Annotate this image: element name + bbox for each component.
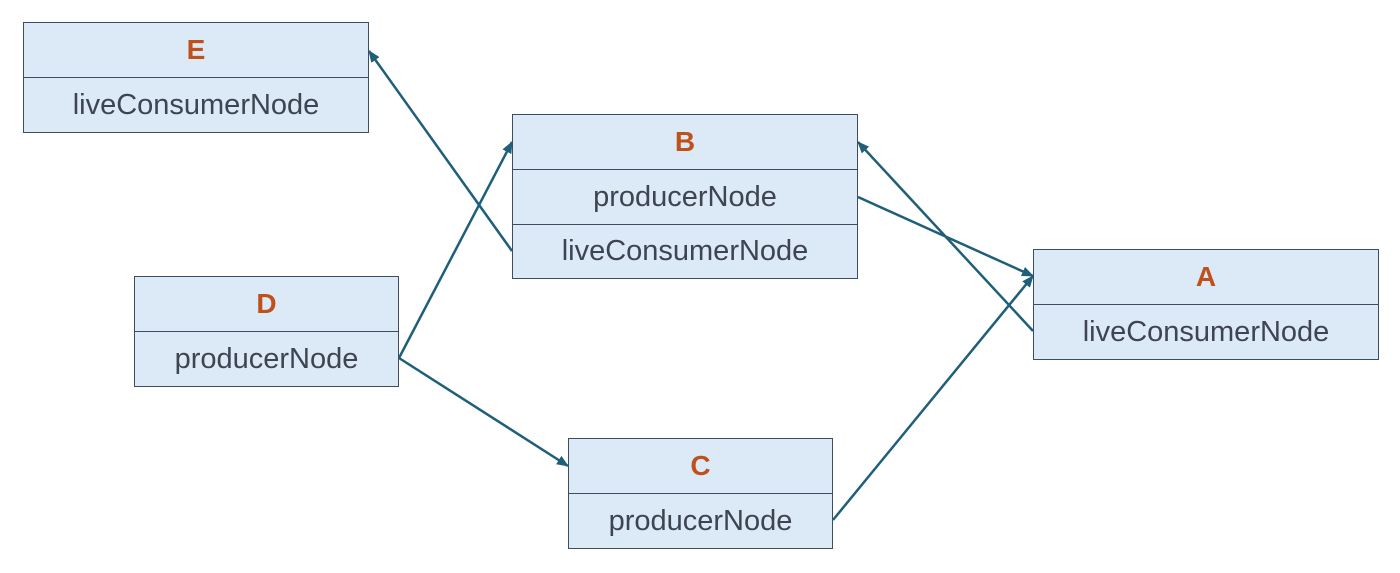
node-b-producer-node: producerNode (593, 180, 777, 213)
node-b: B producerNode liveConsumerNode (512, 114, 858, 279)
node-c-title: C (569, 439, 832, 494)
edge-c-producer-to-a (832, 275, 1034, 521)
node-c-producer-node: producerNode (608, 504, 793, 537)
edge-b-live-consumer-to-e (367, 50, 514, 252)
node-d-producer-node: producerNode (174, 342, 359, 375)
node-c: C producerNode (568, 438, 833, 549)
node-e-title: E (24, 23, 368, 78)
node-b-title: B (513, 115, 857, 170)
edge-d-producer-to-b (397, 141, 514, 359)
edge-b-producer-to-a (857, 195, 1034, 278)
node-a-title: A (1034, 250, 1378, 305)
node-d-title: D (135, 277, 398, 332)
edge-d-producer-to-c (398, 356, 569, 468)
node-e: E liveConsumerNode (23, 22, 369, 133)
node-d: D producerNode (134, 276, 399, 387)
node-e-live-consumer-node: liveConsumerNode (72, 88, 320, 121)
edge-a-live-consumer-to-b (857, 141, 1034, 332)
node-a: A liveConsumerNode (1033, 249, 1379, 360)
node-b-live-consumer-node: liveConsumerNode (513, 224, 857, 278)
node-a-live-consumer-node: liveConsumerNode (1082, 315, 1330, 348)
